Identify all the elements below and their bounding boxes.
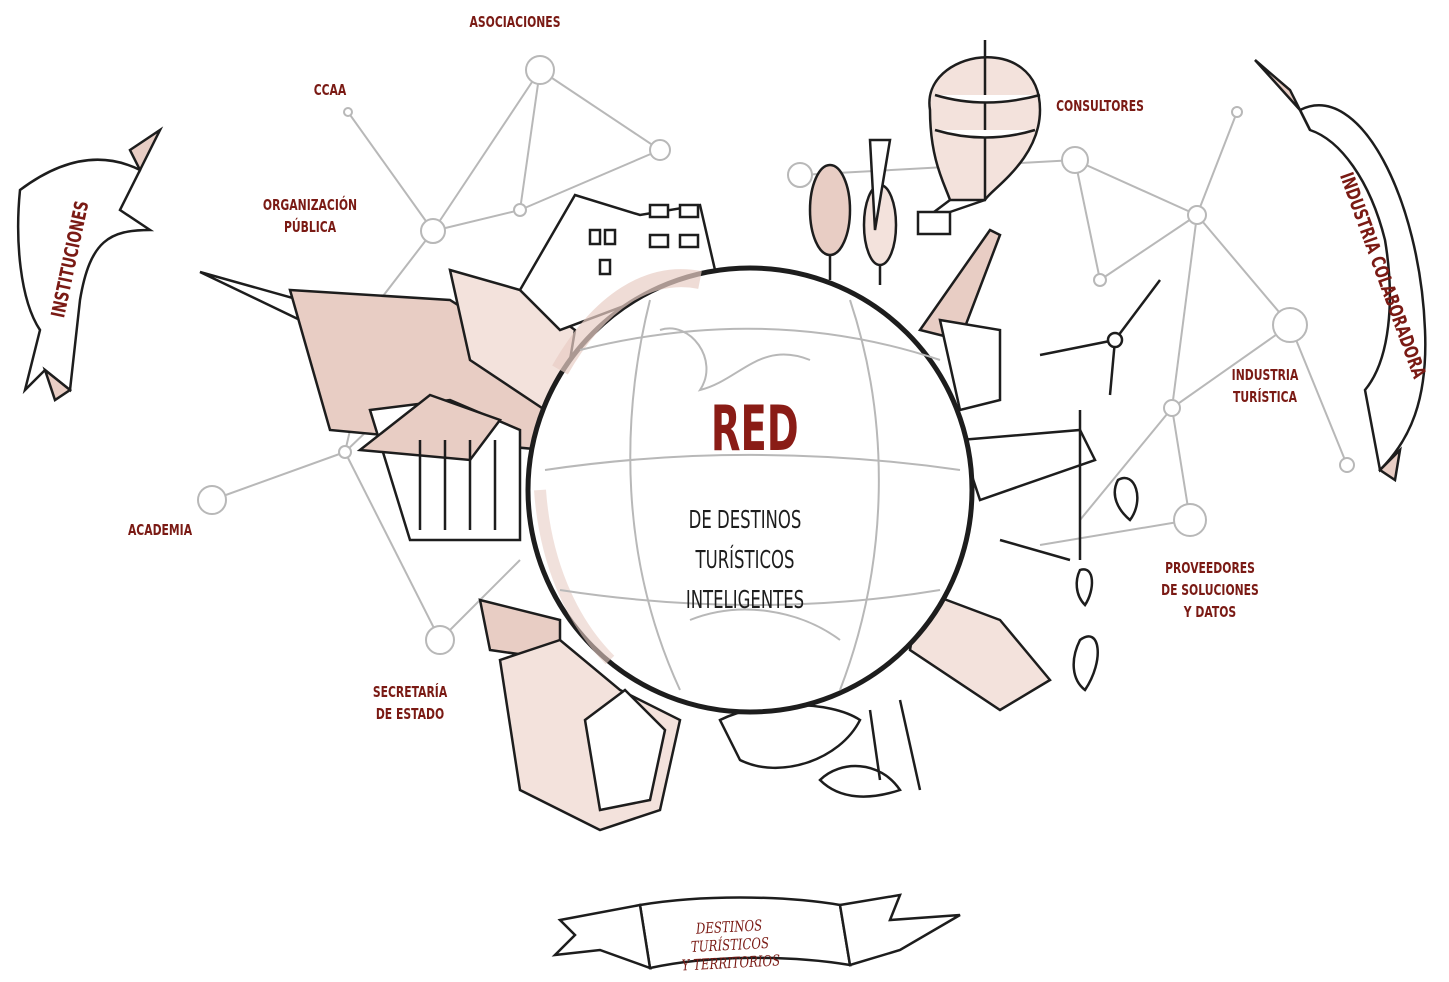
label-organizacion-publica: ORGANIZACIÓN PÚBLICA: [260, 195, 361, 239]
left-buildings: [200, 270, 575, 660]
industria-line-2: TURÍSTICA: [1222, 387, 1308, 409]
label-proveedores: PROVEEDORES DE SOLUCIONES Y DATOS: [1152, 558, 1267, 623]
ribbon-right: [1255, 60, 1425, 480]
label-academia: ACADEMIA: [117, 520, 203, 542]
globe: [528, 268, 972, 712]
diagram-subtitle: DE DESTINOS TURÍSTICOS INTELIGENTES: [649, 500, 840, 620]
label-industria-turistica: INDUSTRIA TURÍSTICA: [1222, 365, 1308, 409]
organizacion-line-2: PÚBLICA: [260, 217, 361, 239]
label-secretaria-estado: SECRETARÍA DE ESTADO: [363, 682, 457, 726]
proveedores-line-1: PROVEEDORES: [1152, 558, 1267, 580]
proveedores-line-3: Y DATOS: [1152, 602, 1267, 624]
diagram-title: RED: [711, 398, 779, 460]
ribbon-left: [18, 130, 160, 400]
subtitle-line-2: TURÍSTICOS INTELIGENTES: [649, 540, 840, 620]
secretaria-line-2: DE ESTADO: [363, 704, 457, 726]
secretaria-line-1: SECRETARÍA: [363, 682, 457, 704]
label-consultores: CONSULTORES: [1050, 96, 1151, 118]
organizacion-line-1: ORGANIZACIÓN: [260, 195, 361, 217]
ribbon-bottom-text: DESTINOS TURÍSTICOS Y TERRITORIOS: [658, 914, 801, 975]
industria-line-1: INDUSTRIA: [1222, 365, 1308, 387]
proveedores-line-2: DE SOLUCIONES: [1152, 580, 1267, 602]
label-ccaa: CCAA: [301, 80, 359, 102]
subtitle-line-1: DE DESTINOS: [649, 500, 840, 540]
label-asociaciones: ASOCIACIONES: [468, 12, 562, 34]
